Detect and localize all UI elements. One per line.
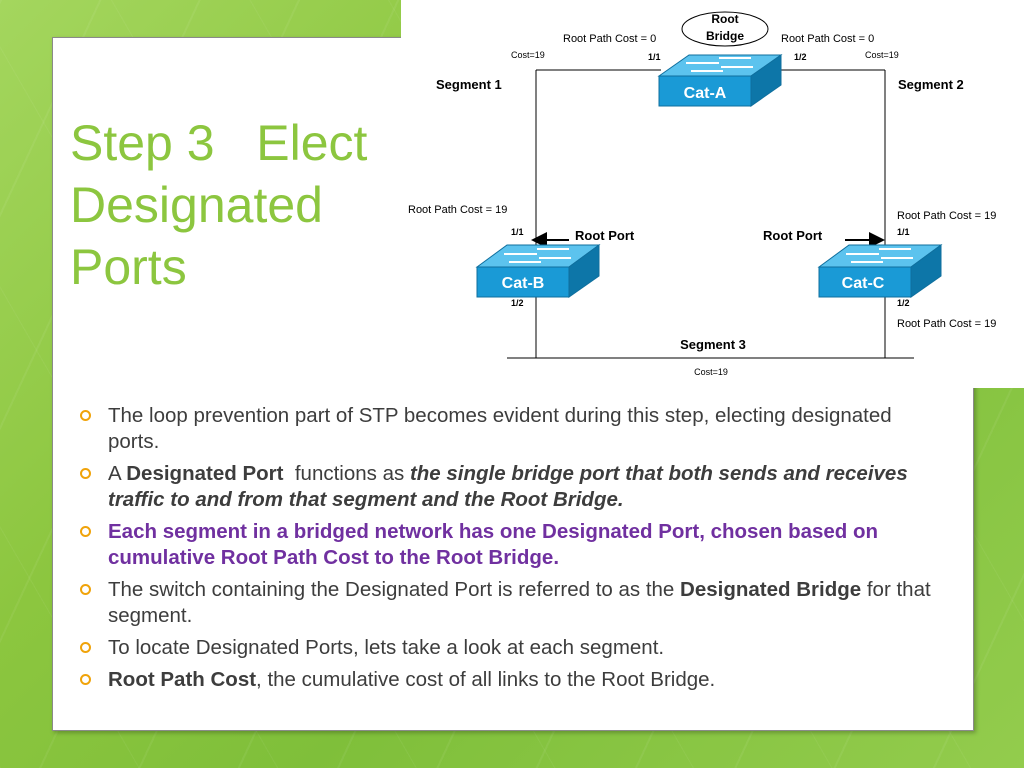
cat-b-arrows-icon xyxy=(504,248,571,263)
cat-c-root-path-cost-top: Root Path Cost = 19 xyxy=(897,210,996,222)
bullet-ring-icon xyxy=(80,584,91,595)
bullet-item: The loop prevention part of STP becomes … xyxy=(78,403,938,455)
root-bridge-label-line1: Root xyxy=(711,12,738,26)
title-line-1: Step 3 Elect xyxy=(70,115,368,171)
cat-a-left-root-path-cost: Root Path Cost = 0 xyxy=(563,33,656,45)
cat-b-label: Cat-B xyxy=(502,275,545,292)
cat-b-root-port-label: Root Port xyxy=(575,228,635,243)
bullet-text: To locate Designated Ports, lets take a … xyxy=(108,636,665,659)
bullet-text-pre: A xyxy=(108,462,127,485)
title-line-2: Designated xyxy=(70,177,323,233)
stp-diagram: Root Bridge Root Path Cost = 0 Root Path… xyxy=(401,0,1024,388)
bullet-item: To locate Designated Ports, lets take a … xyxy=(78,635,938,661)
cat-a-label: Cat-A xyxy=(684,85,727,102)
bullet-list: The loop prevention part of STP becomes … xyxy=(78,403,938,699)
segment-1-label: Segment 1 xyxy=(436,77,502,92)
bullet-definition: the single bridge port that both sends a… xyxy=(108,462,908,511)
switch-cat-b: Cat-B xyxy=(475,244,601,298)
bullet-emphasis: Root Path Cost xyxy=(108,668,257,691)
bullet-item: The switch containing the Designated Por… xyxy=(78,577,938,629)
slide-title: Step 3 Elect Designated Ports xyxy=(70,112,410,298)
cat-c-port-1-2: 1/2 xyxy=(897,298,910,308)
bullet-text: The loop prevention part of STP becomes … xyxy=(108,404,892,453)
bullet-ring-icon xyxy=(80,410,91,421)
cat-b-root-path-cost: Root Path Cost = 19 xyxy=(408,204,507,216)
cat-b-port-1-2: 1/2 xyxy=(511,298,524,308)
title-line-3: Ports xyxy=(70,239,187,295)
bullet-text-pre: The switch containing the Designated Por… xyxy=(108,578,681,601)
cat-b-port-1-1: 1/1 xyxy=(511,227,524,237)
bullet-text: Each segment in a bridged network has on… xyxy=(108,520,879,569)
segment1-cost-label: Cost=19 xyxy=(511,50,545,60)
bullet-emphasis: Designated Port xyxy=(126,462,284,485)
segment3-cost-label: Cost=19 xyxy=(694,367,728,377)
cat-a-right-root-path-cost: Root Path Cost = 0 xyxy=(781,33,874,45)
segment-2-label: Segment 2 xyxy=(898,77,964,92)
cat-a-port-1-1: 1/1 xyxy=(648,52,661,62)
switch-cat-c: Cat-C xyxy=(817,244,943,298)
bullet-ring-icon xyxy=(80,468,91,479)
segment-3-label: Segment 3 xyxy=(680,337,746,352)
bullet-item: Each segment in a bridged network has on… xyxy=(78,519,938,571)
bullet-ring-icon xyxy=(80,674,91,685)
cat-a-port-1-2: 1/2 xyxy=(794,52,807,62)
bullet-text-post: for that segment. xyxy=(108,578,931,627)
bullet-item: Root Path Cost, the cumulative cost of a… xyxy=(78,667,938,693)
cat-c-root-port-label: Root Port xyxy=(763,228,823,243)
cat-c-port-1-1: 1/1 xyxy=(897,227,910,237)
cat-c-arrows-icon xyxy=(846,248,913,263)
bullet-item: A Designated Port functions as the singl… xyxy=(78,461,938,513)
network-links xyxy=(507,69,914,359)
segment2-cost-label: Cost=19 xyxy=(865,50,899,60)
root-bridge-bubble xyxy=(681,11,769,47)
cat-c-label: Cat-C xyxy=(842,275,885,292)
bullet-text-mid: functions as xyxy=(283,462,410,485)
switch-cat-a: Cat-A xyxy=(657,54,783,107)
root-bridge-label-line2: Bridge xyxy=(706,29,744,43)
bullet-ring-icon xyxy=(80,526,91,537)
bullet-emphasis: Designated Bridge xyxy=(680,578,862,601)
cat-a-arrows-icon xyxy=(686,57,753,72)
cat-c-root-path-cost-bottom: Root Path Cost = 19 xyxy=(897,318,996,330)
bullet-text-post: , the cumulative cost of all links to th… xyxy=(256,668,716,691)
bullet-ring-icon xyxy=(80,642,91,653)
